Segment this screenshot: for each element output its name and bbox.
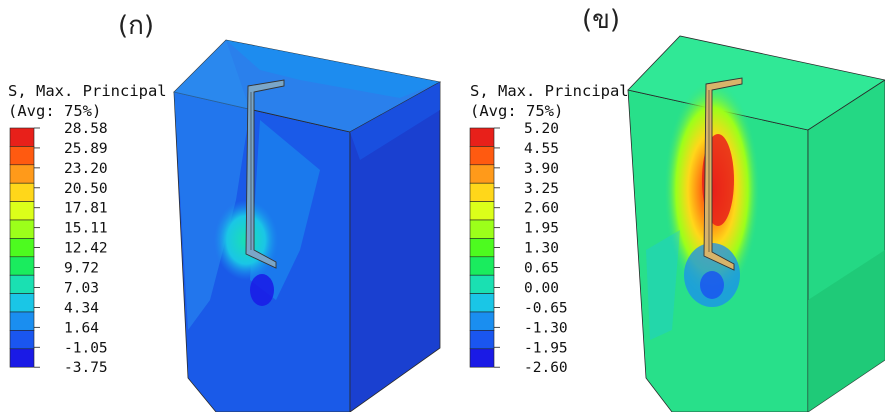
legend-color-swatch — [469, 164, 495, 184]
legend-tick-label: -2.60 — [524, 360, 568, 376]
panel-b-legend-title: S, Max. Principal — [470, 82, 629, 100]
legend-tick-label: -1.30 — [524, 320, 568, 336]
panel-a-label: (ก) — [118, 11, 154, 41]
legend-tick-label: -1.95 — [524, 340, 568, 356]
legend-tick-label: 5.20 — [524, 121, 559, 137]
legend-tick-label: 3.25 — [524, 181, 559, 197]
legend-color-swatch — [469, 293, 495, 313]
panel-b-block-model — [627, 35, 885, 412]
legend-tick-label: 7.03 — [64, 280, 99, 296]
legend-tick-label: 3.90 — [524, 161, 559, 177]
legend-color-swatch — [469, 127, 495, 147]
legend-tick-label: 0.00 — [524, 280, 559, 296]
legend-tick-label: 2.60 — [524, 201, 559, 217]
legend-color-swatch — [469, 146, 495, 166]
legend-tick-label: -3.75 — [64, 360, 108, 376]
panel-a-block-model — [173, 39, 442, 412]
legend-color-swatch — [9, 238, 35, 258]
legend-color-swatch — [9, 201, 35, 221]
legend-color-swatch — [469, 256, 495, 276]
legend-tick-label: 25.89 — [64, 141, 108, 157]
legend-tick-label: 17.81 — [64, 201, 108, 217]
legend-color-swatch — [469, 219, 495, 239]
legend-color-swatch — [469, 348, 495, 368]
panel-a-legend-subtitle: (Avg: 75%) — [8, 102, 101, 120]
legend-color-swatch — [9, 127, 35, 147]
legend-tick-label: 4.34 — [64, 300, 99, 316]
legend-tick-label: 0.65 — [524, 261, 559, 277]
legend-color-swatch — [469, 238, 495, 258]
legend-color-swatch — [9, 330, 35, 350]
panel-b: (ข) S, Max. Principal (Avg: 75%) 5.20 4.5… — [469, 5, 885, 412]
panel-b-legend-colorbar — [469, 127, 495, 368]
legend-color-swatch — [9, 311, 35, 331]
panel-a-legend-ticks: 28.58 25.89 23.20 20.50 17.81 15.11 12.42 9.72 7… — [34, 121, 108, 376]
legend-color-swatch — [9, 182, 35, 202]
legend-tick-label: 20.50 — [64, 181, 108, 197]
legend-color-swatch — [469, 201, 495, 221]
panel-a: (ก) S, Max. Principal (Avg: 75%) 28.58 25… — [8, 11, 442, 412]
panel-a-legend-title: S, Max. Principal — [8, 82, 167, 100]
legend-color-swatch — [469, 182, 495, 202]
legend-color-swatch — [9, 293, 35, 313]
legend-tick-label: 9.72 — [64, 261, 99, 277]
legend-color-swatch — [9, 348, 35, 368]
panel-b-label: (ข) — [582, 5, 620, 35]
legend-tick-label: 1.95 — [524, 221, 559, 237]
legend-tick-label: -1.05 — [64, 340, 108, 356]
legend-tick-label: 12.42 — [64, 241, 108, 257]
legend-color-swatch — [9, 164, 35, 184]
legend-color-swatch — [469, 330, 495, 350]
legend-tick-label: 1.64 — [64, 320, 99, 336]
legend-tick-label: 4.55 — [524, 141, 559, 157]
legend-tick-label: 1.30 — [524, 241, 559, 257]
legend-color-swatch — [9, 219, 35, 239]
panel-a-legend-colorbar — [9, 127, 35, 368]
panel-a-legend: S, Max. Principal (Avg: 75%) 28.5825.892… — [8, 82, 167, 376]
panel-b-legend: S, Max. Principal (Avg: 75%) 5.20 4.55 3.9… — [469, 82, 629, 376]
legend-tick-label: -0.65 — [524, 300, 568, 316]
panel-b-legend-subtitle: (Avg: 75%) — [470, 102, 563, 120]
legend-color-swatch — [469, 274, 495, 294]
legend-color-swatch — [9, 256, 35, 276]
panel-b-legend-ticks: 5.20 4.55 3.90 3.25 2.60 1.95 1.30 0.65 0.00 -0.6… — [494, 121, 568, 376]
legend-color-swatch — [9, 274, 35, 294]
legend-tick-label: 23.20 — [64, 161, 108, 177]
legend-tick-label: 15.11 — [64, 221, 108, 237]
legend-color-swatch — [9, 146, 35, 166]
legend-color-swatch — [469, 311, 495, 331]
legend-tick-label: 28.58 — [64, 121, 108, 137]
